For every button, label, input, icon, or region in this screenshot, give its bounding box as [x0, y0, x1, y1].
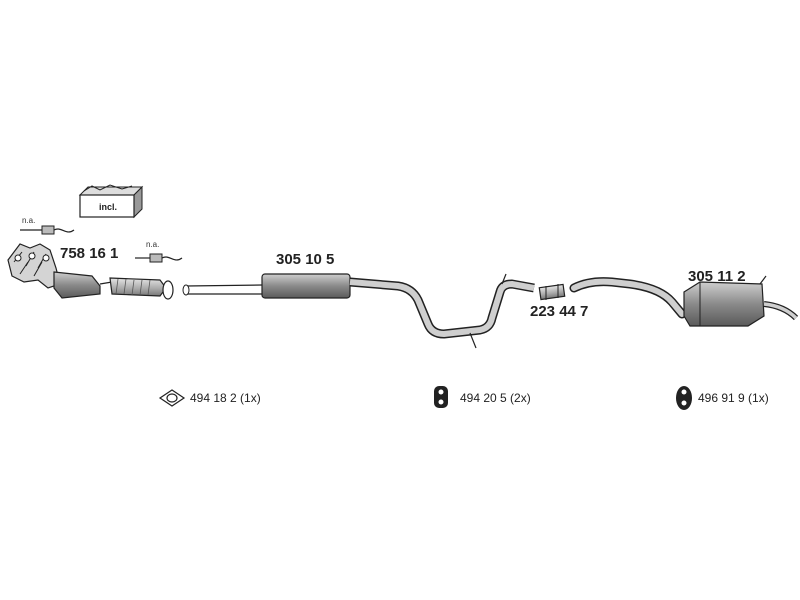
accessory-gasket-code: 494 18 2 (1x): [190, 391, 261, 405]
flange-gasket-icon: [158, 389, 186, 407]
accessory-mount-code: 496 91 9 (1x): [698, 391, 769, 405]
oxygen-sensor-1-icon: [20, 225, 75, 235]
oxygen-sensor-2-icon: [135, 253, 183, 263]
flex-pipe: [109, 277, 174, 300]
rubber-mount-icon: [676, 386, 692, 410]
part-number-manifold-cat: 758 16 1: [60, 245, 119, 262]
part-number-front-muffler: 305 10 5: [276, 251, 335, 268]
part-number-connector: 223 44 7: [530, 303, 589, 320]
middle-pipe: [182, 284, 263, 296]
rear-muffler: [683, 275, 799, 327]
accessory-hanger-code: 494 20 5 (2x): [460, 391, 531, 405]
s-bend-pipe: [349, 273, 535, 349]
catalytic-converter: [53, 271, 113, 299]
sensor-2-note: n.a.: [146, 240, 160, 249]
connector-clamp: [538, 283, 566, 301]
rubber-hanger-icon: [434, 386, 448, 408]
part-number-rear-muffler: 305 11 2: [688, 268, 746, 285]
rear-pipe: [569, 277, 687, 319]
kit-box-label: incl.: [98, 202, 117, 212]
kit-box-icon: [78, 184, 144, 219]
exhaust-manifold: [7, 243, 61, 289]
sensor-1-note: n.a.: [22, 216, 36, 225]
front-muffler: [261, 273, 351, 299]
